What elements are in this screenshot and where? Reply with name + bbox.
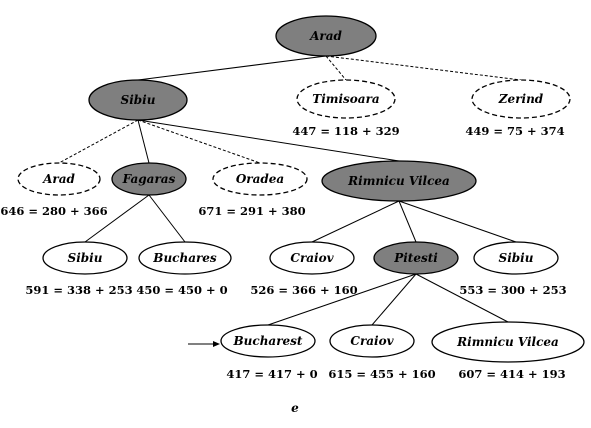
node-shape-zerind <box>471 79 571 119</box>
edge-arad-root-to-zerind <box>325 55 522 81</box>
edge-fagaras-to-buchares <box>148 194 186 243</box>
node-shape-arad-2 <box>17 162 101 196</box>
edge-fagaras-to-sibiu-2 <box>84 194 150 243</box>
node-bucharest: Bucharest <box>220 324 316 358</box>
score-label-craiov-2: 615 = 455 + 160 <box>328 367 435 381</box>
edge-arad-root-to-sibiu <box>137 55 327 81</box>
score-label-zerind: 449 = 75 + 374 <box>465 124 564 138</box>
edge-sibiu-to-oradea <box>137 119 261 164</box>
node-shape-rimnicu-vilcea <box>321 160 477 202</box>
node-shape-oradea <box>212 162 308 196</box>
node-craiov-1: Craiov <box>269 241 355 275</box>
node-label-sibiu: Sibiu <box>121 93 156 107</box>
node-shape-craiov-2 <box>329 324 415 358</box>
current-node-pointer <box>188 341 220 347</box>
edge-arad-root-to-timisoara <box>325 55 347 81</box>
node-arad-root: Arad <box>275 15 377 57</box>
score-label-sibiu-2: 591 = 338 + 253 <box>25 283 132 297</box>
edge-sibiu-to-fagaras <box>137 119 150 164</box>
node-rimnicu-vilcea-2: Rimnicu Vilcea <box>431 321 585 363</box>
score-label-craiov-1: 526 = 366 + 160 <box>250 283 357 297</box>
node-fagaras: Fagaras <box>111 162 187 196</box>
node-shape-bucharest <box>220 324 316 358</box>
score-label-buchares: 450 = 450 + 0 <box>136 283 227 297</box>
pointer-arrow-head <box>213 341 220 347</box>
node-label-sibiu-3: Sibiu <box>499 251 534 265</box>
diagram-caption: e <box>291 401 299 415</box>
tree-edges <box>58 55 522 326</box>
node-label-oradea: Oradea <box>236 172 284 186</box>
node-shape-sibiu-2 <box>42 241 128 275</box>
node-label-bucharest: Bucharest <box>233 334 303 348</box>
node-label-sibiu-2: Sibiu <box>68 251 103 265</box>
node-pitesti: Pitesti <box>373 241 459 275</box>
node-arad-2: Arad <box>17 162 101 196</box>
edge-pitesti-to-craiov-2 <box>371 273 417 326</box>
node-sibiu: Sibiu <box>88 79 188 121</box>
node-label-buchares: Buchares <box>152 251 217 265</box>
node-shape-arad-root <box>275 15 377 57</box>
edge-rimnicu-vilcea-to-sibiu-3 <box>398 200 517 243</box>
node-label-zerind: Zerind <box>498 92 544 106</box>
node-zerind: Zerind <box>471 79 571 119</box>
node-sibiu-2: Sibiu <box>42 241 128 275</box>
node-sibiu-3: Sibiu <box>473 241 559 275</box>
node-label-craiov-1: Craiov <box>290 251 334 265</box>
node-label-timisoara: Timisoara <box>312 92 379 106</box>
node-shape-sibiu <box>88 79 188 121</box>
node-label-craiov-2: Craiov <box>350 334 394 348</box>
node-craiov-2: Craiov <box>329 324 415 358</box>
node-shape-pitesti <box>373 241 459 275</box>
node-shape-sibiu-3 <box>473 241 559 275</box>
node-rimnicu-vilcea: Rimnicu Vilcea <box>321 160 477 202</box>
node-label-arad-root: Arad <box>309 29 342 43</box>
score-label-oradea: 671 = 291 + 380 <box>198 204 305 218</box>
score-label-rimnicu-vilcea-2: 607 = 414 + 193 <box>458 367 565 381</box>
edge-sibiu-to-rimnicu-vilcea <box>137 119 400 162</box>
node-shape-craiov-1 <box>269 241 355 275</box>
node-timisoara: Timisoara <box>296 79 396 119</box>
node-label-rimnicu-vilcea-2: Rimnicu Vilcea <box>456 335 559 349</box>
node-shape-timisoara <box>296 79 396 119</box>
score-labels: 447 = 118 + 329 449 = 75 + 374 646 = 280 +… <box>0 124 566 381</box>
edge-pitesti-to-bucharest <box>267 273 417 326</box>
node-label-fagaras: Fagaras <box>122 172 176 186</box>
node-oradea: Oradea <box>212 162 308 196</box>
score-label-bucharest: 417 = 417 + 0 <box>226 367 317 381</box>
edge-pitesti-to-rimnicu-vilcea-2 <box>415 273 509 323</box>
edge-sibiu-to-arad-2 <box>58 119 139 164</box>
edge-rimnicu-vilcea-to-pitesti <box>398 200 417 243</box>
node-label-rimnicu-vilcea: Rimnicu Vilcea <box>347 174 450 188</box>
node-label-arad-2: Arad <box>42 172 75 186</box>
score-label-timisoara: 447 = 118 + 329 <box>292 124 399 138</box>
node-shape-buchares <box>138 241 232 275</box>
node-buchares: Buchares <box>138 241 232 275</box>
score-label-sibiu-3: 553 = 300 + 253 <box>459 283 566 297</box>
node-shape-rimnicu-vilcea-2 <box>431 321 585 363</box>
score-label-arad-2: 646 = 280 + 366 <box>0 204 107 218</box>
edge-rimnicu-vilcea-to-craiov-1 <box>311 200 400 243</box>
node-label-pitesti: Pitesti <box>393 251 438 265</box>
node-shape-fagaras <box>111 162 187 196</box>
